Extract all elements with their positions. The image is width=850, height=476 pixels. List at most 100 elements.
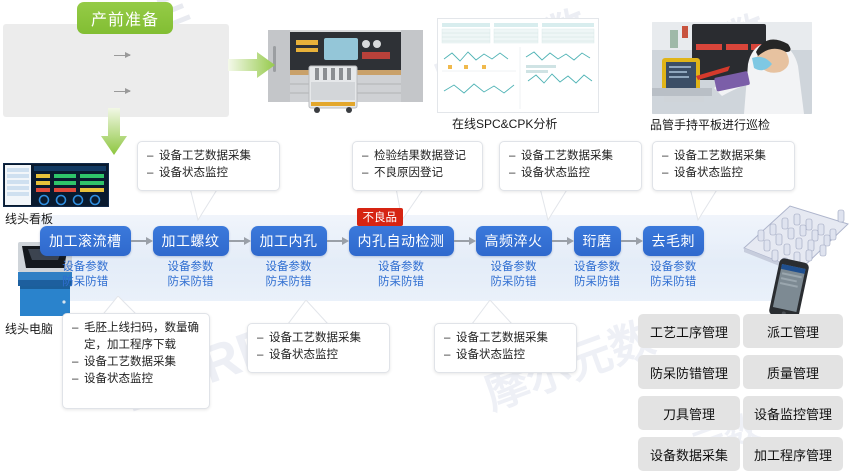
process-step-4[interactable]: 不良品 内孔自动检测 设备参数 防呆防错 [348, 208, 454, 290]
pre-production-panel [3, 24, 229, 117]
defect-badge: 不良品 [356, 208, 403, 226]
flow-arrow-icon [130, 226, 153, 256]
callout-item: 设备状态监控 [147, 165, 270, 182]
flow-arrow-icon [326, 226, 349, 256]
module-equipment-data-collection[interactable]: 设备数据采集 [638, 437, 740, 471]
step-sub: 设备参数 防呆防错 [266, 260, 312, 290]
cnc-machine-image [262, 22, 430, 120]
step-label[interactable]: 加工内孔 [250, 226, 327, 256]
caption-spc: 在线SPC&CPK分析 [452, 117, 558, 131]
callout-list: 设备工艺数据采集 设备状态监控 [257, 330, 380, 364]
step-sub: 设备参数 防呆防错 [650, 260, 696, 290]
step-sub-line1: 设备参数 [62, 261, 109, 273]
flow-arrow-icon [620, 226, 643, 256]
module-process-routing[interactable]: 工艺工序管理 [638, 314, 740, 348]
callout-equipment-data-1: 设备工艺数据采集 设备状态监控 [137, 141, 280, 191]
callout-equipment-data-5: 设备工艺数据采集 设备状态监控 [434, 323, 577, 373]
flow-arrow-icon [453, 226, 476, 256]
step-label[interactable]: 高频淬火 [475, 226, 552, 256]
process-step-7[interactable]: 去毛刺 设备参数 防呆防错 [642, 226, 704, 290]
step-sub-line2: 防呆防错 [650, 276, 697, 288]
step-sub-line2: 防呆防错 [265, 276, 312, 288]
process-step-3[interactable]: 加工内孔 设备参数 防呆防错 [250, 226, 327, 290]
module-poka-yoke[interactable]: 防呆防错管理 [638, 355, 740, 389]
callout-item: 不良原因登记 [362, 165, 473, 182]
line-kanban-image [3, 163, 109, 207]
callout-item: 设备状态监控 [662, 165, 785, 182]
callout-item: 设备状态监控 [257, 347, 380, 364]
callout-item: 设备状态监控 [509, 165, 632, 182]
callout-equipment-data-2: 设备工艺数据采集 设备状态监控 [499, 141, 642, 191]
caption-computer: 线头电脑 [5, 322, 54, 336]
callout-tail [690, 188, 719, 222]
flow-arrow-icon [551, 226, 574, 256]
callout-tail [190, 188, 219, 222]
callout-list: 设备工艺数据采集 设备状态监控 [509, 148, 632, 182]
callout-item: 设备工艺数据采集 [444, 330, 567, 347]
step-label[interactable]: 珩磨 [573, 226, 621, 256]
process-step-5[interactable]: 高频淬火 设备参数 防呆防错 [475, 226, 552, 290]
flow-arrow-icon [228, 226, 251, 256]
callout-item: 设备工艺数据采集 [257, 330, 380, 347]
process-step-1[interactable]: 加工滚流槽 设备参数 防呆防错 [40, 226, 131, 290]
step-sub: 设备参数 防呆防错 [378, 260, 424, 290]
callout-list: 设备工艺数据采集 设备状态监控 [444, 330, 567, 364]
callout-item: 设备工艺数据采集 [509, 148, 632, 165]
module-nc-program[interactable]: 加工程序管理 [743, 437, 843, 471]
caption-inspection: 品管手持平板进行巡检 [650, 118, 771, 132]
callout-item: 毛胚上线扫码，数量确定，加工程序下载 [72, 320, 200, 354]
smartphone-image [769, 258, 809, 320]
callout-item: 设备工艺数据采集 [72, 354, 200, 371]
module-grid: 工艺工序管理 派工管理 防呆防错管理 质量管理 刀具管理 设备监控管理 设备数据… [638, 314, 843, 472]
prep-arrow-icon [114, 52, 131, 58]
step-label[interactable]: 内孔自动检测 [348, 226, 454, 256]
step-sub-line1: 设备参数 [265, 261, 312, 273]
green-arrow-down-icon [101, 108, 127, 155]
step-sub-line1: 设备参数 [574, 261, 620, 273]
callout-item: 设备工艺数据采集 [147, 148, 270, 165]
prep-arrow-icon [114, 88, 131, 94]
callout-item: 设备工艺数据采集 [662, 148, 785, 165]
step-sub-line2: 防呆防错 [167, 276, 214, 288]
step-sub: 设备参数 防呆防错 [62, 260, 108, 290]
callout-item: 检验结果数据登记 [362, 148, 473, 165]
step-sub: 设备参数 防呆防错 [574, 260, 620, 290]
step-sub-line2: 防呆防错 [490, 276, 537, 288]
spc-dashboard-image [437, 18, 599, 113]
step-sub-line1: 设备参数 [490, 261, 537, 273]
module-equipment-monitoring[interactable]: 设备监控管理 [743, 396, 843, 430]
callout-list: 设备工艺数据采集 设备状态监控 [662, 148, 785, 182]
step-sub-line1: 设备参数 [378, 261, 424, 273]
callout-equipment-data-4: 设备工艺数据采集 设备状态监控 [247, 323, 390, 373]
callout-list: 设备工艺数据采集 设备状态监控 [147, 148, 270, 182]
module-dispatch[interactable]: 派工管理 [743, 314, 843, 348]
step-sub: 设备参数 防呆防错 [491, 260, 537, 290]
callout-inspection-results: 检验结果数据登记 不良原因登记 [352, 141, 483, 191]
step-label[interactable]: 加工滚流槽 [40, 226, 131, 256]
caption-kanban: 线头看板 [5, 212, 54, 226]
callout-list: 检验结果数据登记 不良原因登记 [362, 148, 473, 182]
module-quality[interactable]: 质量管理 [743, 355, 843, 389]
callout-item: 设备状态监控 [444, 347, 567, 364]
green-arrow-right-icon [228, 52, 275, 78]
step-sub-line2: 防呆防错 [574, 276, 620, 288]
callout-list: 毛胚上线扫码，数量确定，加工程序下载 设备工艺数据采集 设备状态监控 [72, 320, 200, 388]
callout-tail [396, 188, 425, 222]
callout-item: 设备状态监控 [72, 371, 200, 388]
quality-inspection-image [652, 22, 812, 114]
process-step-2[interactable]: 加工螺纹 设备参数 防呆防错 [152, 226, 229, 290]
process-step-6[interactable]: 珩磨 设备参数 防呆防错 [573, 226, 621, 290]
step-sub-line1: 设备参数 [167, 261, 214, 273]
step-label[interactable]: 加工螺纹 [152, 226, 229, 256]
step-sub-line1: 设备参数 [650, 261, 697, 273]
pre-production-tag: 产前准备 [77, 2, 173, 34]
module-tooling[interactable]: 刀具管理 [638, 396, 740, 430]
callout-tail [540, 188, 569, 222]
step-label[interactable]: 去毛刺 [642, 226, 704, 256]
step-sub-line2: 防呆防错 [62, 276, 109, 288]
step-sub-line2: 防呆防错 [378, 276, 424, 288]
callout-equipment-data-3: 设备工艺数据采集 设备状态监控 [652, 141, 795, 191]
process-flow: 加工滚流槽 设备参数 防呆防错 加工螺纹 设备参数 防呆防错 加工内孔 设备参数… [40, 208, 792, 298]
step-sub: 设备参数 防呆防错 [168, 260, 214, 290]
